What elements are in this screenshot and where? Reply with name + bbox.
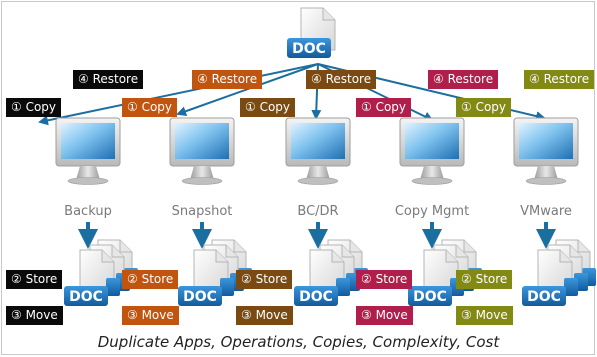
copy-doc-badge <box>522 286 566 306</box>
doc-stack-5-icon: DOC <box>522 239 596 306</box>
move-label-copy-mgmt: ③ Move <box>356 306 413 325</box>
copy-doc-badge <box>408 286 452 306</box>
monitor-3-icon <box>285 117 351 185</box>
arrow-to-snapshot <box>176 63 319 117</box>
diagram-caption: Duplicate Apps, Operations, Copies, Comp… <box>97 333 500 351</box>
copy-label-vmware: ① Copy <box>456 98 512 117</box>
store-label-snapshot: ② Store <box>122 270 179 289</box>
move-label-vmware: ③ Move <box>456 306 513 325</box>
copy-doc-label: DOC <box>527 289 561 305</box>
system-name-backup: Backup <box>64 204 112 219</box>
monitor-4-icon <box>399 117 465 185</box>
system-name-bc-dr: BC/DR <box>297 204 339 219</box>
restore-label-snapshot: ④ Restore <box>192 70 263 89</box>
doc-copy-stacks: DOC DOC DOC DOC DOC <box>64 239 596 306</box>
system-monitors <box>55 117 579 185</box>
restore-label-backup: ④ Restore <box>73 70 144 89</box>
copy-doc-badge <box>64 286 108 306</box>
copy-doc-label: DOC <box>299 289 333 305</box>
move-label-bc-dr: ③ Move <box>236 306 293 325</box>
restore-label-vmware: ④ Restore <box>524 70 595 89</box>
copy-doc-badge <box>178 286 222 306</box>
restore-label-copy-mgmt: ④ Restore <box>428 70 499 89</box>
source-doc-icon: DOC <box>287 7 336 58</box>
doc-stack-3-icon: DOC <box>294 239 368 306</box>
store-label-bc-dr: ② Store <box>236 270 293 289</box>
move-label-snapshot: ③ Move <box>122 306 179 325</box>
monitor-5-icon <box>513 117 579 185</box>
copy-label-bc-dr: ① Copy <box>240 98 296 117</box>
move-label-backup: ③ Move <box>6 306 63 325</box>
monitor-1-icon <box>55 117 121 185</box>
store-label-copy-mgmt: ② Store <box>356 270 413 289</box>
store-label-vmware: ② Store <box>456 270 513 289</box>
doc-stack-2-icon: DOC <box>178 239 252 306</box>
copy-doc-label: DOC <box>413 289 447 305</box>
restore-label-bc-dr: ④ Restore <box>306 70 377 89</box>
system-name-snapshot: Snapshot <box>171 204 233 219</box>
copy-label-snapshot: ① Copy <box>122 98 178 117</box>
store-arrows <box>78 222 556 249</box>
source-doc-badge <box>287 38 331 58</box>
source-page-fold <box>322 8 335 21</box>
system-name-vmware: VMware <box>520 204 572 219</box>
copy-label-copy-mgmt: ① Copy <box>356 98 412 117</box>
source-doc-label: DOC <box>292 41 326 57</box>
system-name-copy-mgmt: Copy Mgmt <box>394 204 470 219</box>
store-label-backup: ② Store <box>6 270 63 289</box>
copy-doc-badge <box>294 286 338 306</box>
copy-doc-label: DOC <box>183 289 217 305</box>
monitor-2-icon <box>169 117 235 185</box>
arrow-to-backup <box>38 63 319 126</box>
copy-label-backup: ① Copy <box>6 98 62 117</box>
copy-doc-label: DOC <box>69 289 103 305</box>
